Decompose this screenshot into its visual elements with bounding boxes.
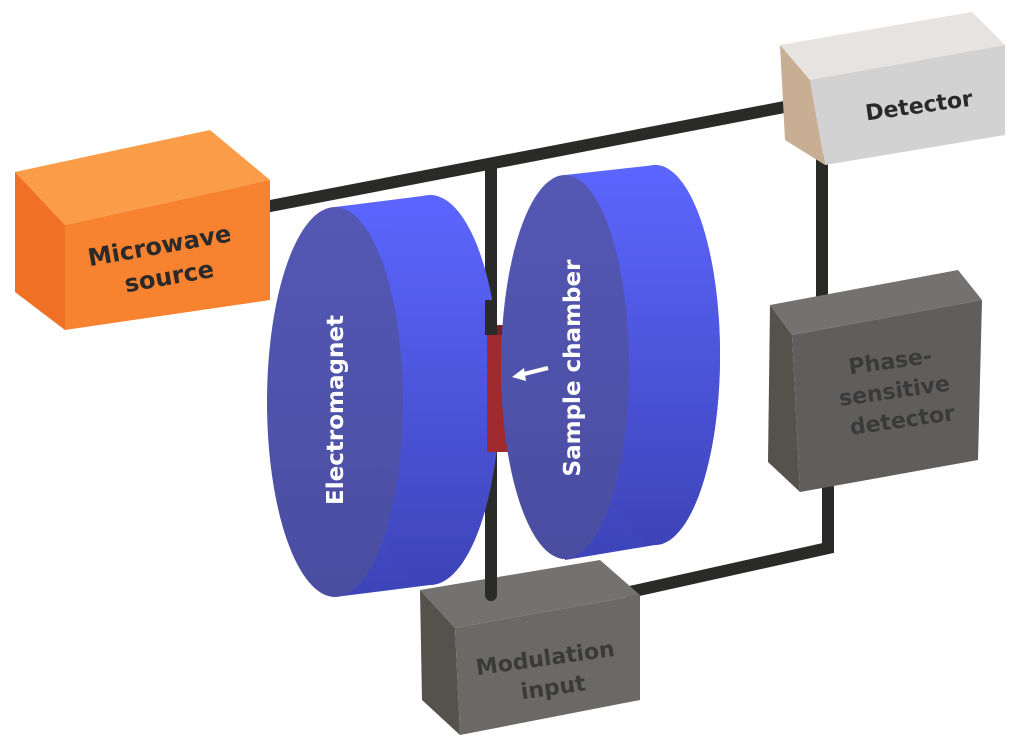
electromagnet-left: Electromagnet (267, 195, 500, 597)
rod-microwave-to-detector (259, 98, 806, 213)
microwave-source-box: Microwave source (15, 130, 270, 330)
electromagnet-right: Sample chamber (501, 165, 720, 560)
electromagnet-label: Electromagnet (323, 315, 349, 505)
modulation-input-box: Modulation input (420, 560, 640, 735)
detector-box: Detector (780, 12, 1005, 165)
arrow-icon (512, 366, 549, 381)
sample-chamber-label: Sample chamber (560, 259, 586, 477)
connection-rods (259, 98, 834, 601)
phase-sensitive-detector-box: Phase- sensitive detector (768, 270, 982, 492)
rod-psd-to-modulation (624, 482, 834, 598)
